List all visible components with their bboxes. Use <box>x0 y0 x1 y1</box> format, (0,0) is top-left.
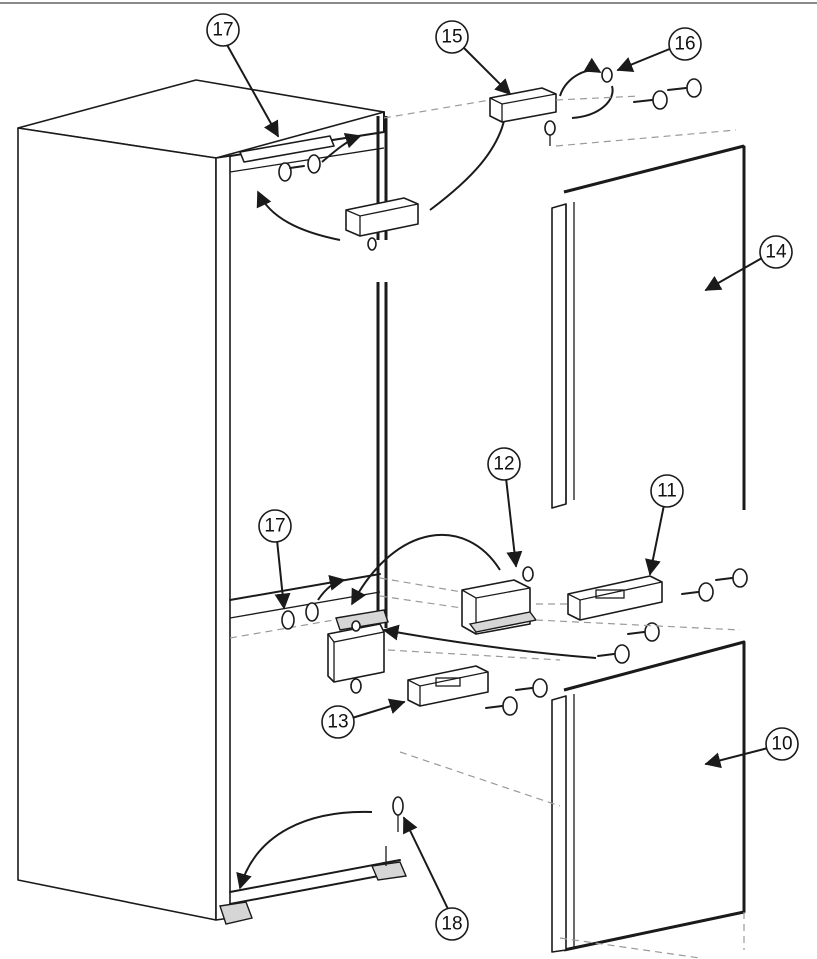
callout-17-mid: 17 <box>258 509 292 610</box>
callout-13: 13 <box>321 698 406 739</box>
callout-18-label: 18 <box>441 914 462 935</box>
top-hinge-assembly <box>239 57 737 251</box>
callout-15-label: 15 <box>441 27 462 48</box>
callout-15: 15 <box>435 20 512 96</box>
callout-11-label: 11 <box>657 481 677 502</box>
callout-14-label: 14 <box>765 242 787 263</box>
callout-12-label: 12 <box>493 454 514 475</box>
callout-11: 11 <box>645 474 684 576</box>
callout-14: 14 <box>704 235 793 291</box>
middle-hinge-assembly <box>281 533 748 716</box>
callout-16: 16 <box>616 27 702 72</box>
callout-17-top: 17 <box>206 13 279 138</box>
bottom-hinge-pin <box>236 796 404 890</box>
fridge-cabinet <box>17 79 408 925</box>
callout-10-label: 10 <box>771 734 792 755</box>
callout-17-mid-label: 17 <box>264 516 285 537</box>
callout-10: 10 <box>704 727 799 769</box>
lower-door <box>399 640 746 959</box>
callout-18: 18 <box>403 816 469 941</box>
callout-16-label: 16 <box>674 34 695 55</box>
callout-12: 12 <box>487 447 523 568</box>
callout-13-label: 13 <box>327 712 348 733</box>
upper-door <box>551 144 746 510</box>
callout-17-top-label: 17 <box>212 20 233 41</box>
